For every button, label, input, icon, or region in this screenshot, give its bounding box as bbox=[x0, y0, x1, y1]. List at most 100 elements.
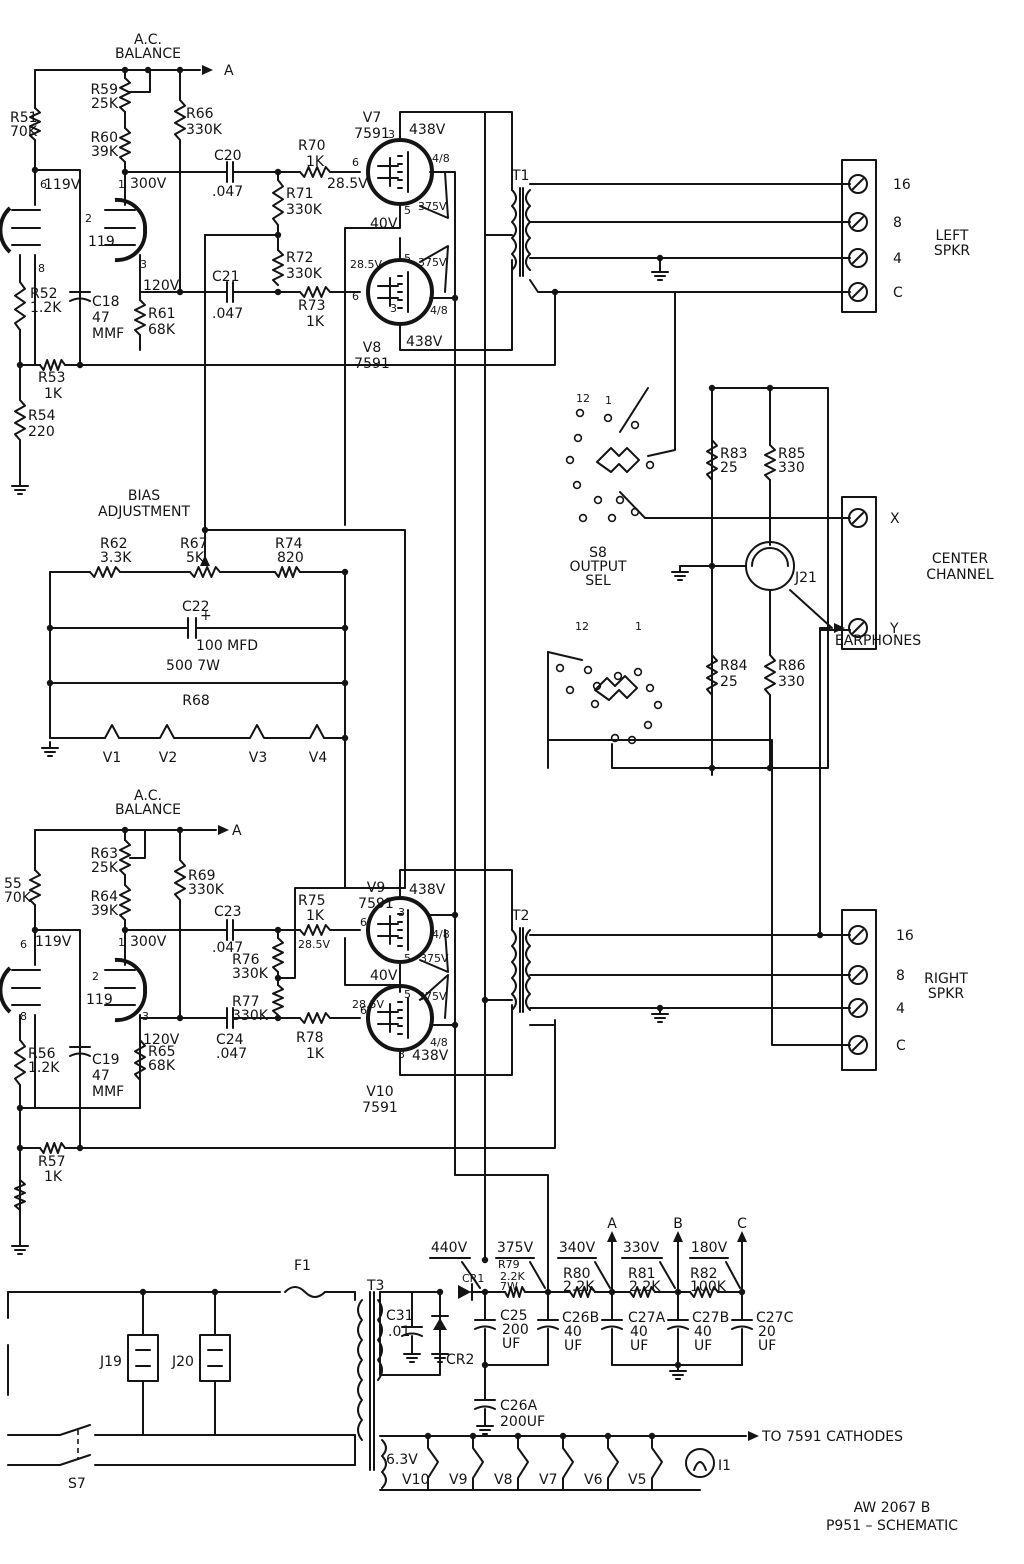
c27a-ref: C27A bbox=[628, 1310, 666, 1326]
wire bbox=[399, 1004, 513, 1076]
s8b-pos-12: 12 bbox=[575, 620, 589, 633]
left-speaker-tap-2: 4 bbox=[893, 251, 902, 267]
switch-contact bbox=[613, 671, 623, 681]
terminal-slot bbox=[852, 969, 864, 981]
bus-label-a-top: A bbox=[224, 63, 234, 79]
s7-label: S7 bbox=[68, 1476, 86, 1492]
pin-5b: 5 bbox=[404, 252, 411, 265]
resistor-symbol bbox=[119, 127, 131, 163]
r71-value: 330K bbox=[286, 202, 323, 218]
r80-value: 2.2K bbox=[563, 1279, 595, 1295]
c22-ref: C22 bbox=[182, 599, 210, 615]
r82-value: 100K bbox=[690, 1279, 727, 1295]
r56-value: 1.2K bbox=[28, 1060, 60, 1076]
wire bbox=[611, 743, 713, 769]
resistor-symbol bbox=[272, 179, 284, 226]
junction-dot bbox=[481, 1256, 489, 1264]
switch-contact bbox=[633, 667, 643, 677]
wire bbox=[49, 724, 346, 739]
j20-label: J20 bbox=[171, 1354, 194, 1370]
r77-value: 330K bbox=[232, 1008, 269, 1024]
r78-ref: R78 bbox=[296, 1030, 324, 1046]
pin-6: 6 bbox=[20, 938, 27, 951]
rotary-wiper bbox=[594, 675, 638, 701]
resistor-symbol bbox=[29, 107, 41, 141]
j21-jack bbox=[751, 547, 789, 567]
r69-value: 330K bbox=[188, 882, 225, 898]
tube-envelope bbox=[114, 197, 148, 263]
arrow-head bbox=[607, 1231, 617, 1242]
switch-contact bbox=[565, 685, 575, 695]
terminal-slot bbox=[852, 622, 864, 634]
resistor-symbol bbox=[14, 1039, 26, 1086]
terminal-screw bbox=[848, 998, 868, 1018]
drawing-number: AW 2067 B bbox=[854, 1500, 931, 1516]
c31-ref: C31 bbox=[386, 1308, 414, 1324]
tube-envelope bbox=[114, 957, 148, 1023]
r80-ref: R80 bbox=[563, 1266, 591, 1282]
switch-contact bbox=[565, 455, 575, 465]
junction-dot bbox=[139, 1288, 147, 1296]
v-340: 340V bbox=[559, 1240, 596, 1256]
v-120-bottom: 120V bbox=[143, 1032, 180, 1048]
c25-ref: C25 bbox=[500, 1308, 528, 1324]
to-cathodes-label: TO 7591 CATHODES bbox=[761, 1429, 903, 1445]
wire bbox=[64, 291, 556, 366]
r63-value: 25K bbox=[91, 860, 119, 876]
pilot-lamp-i1 bbox=[685, 1448, 715, 1478]
v10-name: V10 bbox=[366, 1084, 393, 1100]
resistor-symbol bbox=[14, 1179, 26, 1211]
ac-balance-label-top: A.C.BALANCE bbox=[115, 32, 181, 62]
wire bbox=[725, 1261, 741, 1289]
terminal-slot bbox=[852, 512, 864, 524]
cr2-label: CR2 bbox=[446, 1352, 474, 1368]
resistor-symbol bbox=[764, 444, 776, 481]
pin-48c: 4/8 bbox=[432, 928, 450, 941]
resistor-symbol bbox=[569, 1286, 596, 1298]
arrow-head bbox=[737, 1231, 747, 1242]
pin-1: 1 bbox=[118, 936, 125, 949]
left-speaker-tap-1: 8 bbox=[893, 215, 902, 231]
v-438: 438V bbox=[409, 122, 446, 138]
right-speaker-tap-0: 16 bbox=[896, 928, 914, 944]
junction-dot bbox=[481, 996, 489, 1004]
r61-value: 68K bbox=[148, 322, 176, 338]
resistor-symbol bbox=[134, 1039, 146, 1081]
wire bbox=[204, 529, 406, 889]
pin-3d: 3 bbox=[398, 1048, 405, 1061]
resistor-symbol bbox=[272, 937, 284, 973]
v-285b: 28.5V bbox=[350, 258, 382, 271]
bus-c: C bbox=[737, 1216, 747, 1232]
resistor-symbol bbox=[14, 281, 26, 331]
r61-ref: R61 bbox=[148, 306, 176, 322]
v-119-bottom: 119V bbox=[35, 934, 72, 950]
r57-ref: R57 bbox=[38, 1154, 66, 1170]
r65-ref: R65 bbox=[148, 1044, 176, 1060]
resistor-symbol bbox=[89, 566, 121, 578]
wire bbox=[427, 1435, 439, 1491]
c23-ref: C23 bbox=[214, 904, 242, 920]
wire bbox=[344, 937, 401, 986]
j19-label: J19 bbox=[99, 1354, 122, 1370]
pin-48: 4/8 bbox=[432, 152, 450, 165]
junction-dot bbox=[451, 294, 459, 302]
junction-dot bbox=[708, 384, 716, 392]
resistor-symbol bbox=[299, 924, 331, 936]
wire bbox=[454, 1174, 549, 1293]
r56-ref: R56 bbox=[28, 1046, 56, 1062]
wire bbox=[461, 1261, 481, 1289]
wire bbox=[34, 929, 81, 1149]
arrow-head bbox=[202, 65, 213, 75]
terminal-slot bbox=[852, 286, 864, 298]
terminal-slot bbox=[852, 216, 864, 228]
v-375: 375V bbox=[418, 200, 447, 213]
capacitor-plate bbox=[69, 1052, 91, 1057]
wire bbox=[819, 627, 831, 936]
r75-value: 1K bbox=[306, 908, 325, 924]
c26a-ref: C26A bbox=[500, 1398, 538, 1414]
wire bbox=[529, 1261, 546, 1289]
t1-label: T1 bbox=[511, 168, 529, 184]
v-440: 440V bbox=[431, 1240, 468, 1256]
